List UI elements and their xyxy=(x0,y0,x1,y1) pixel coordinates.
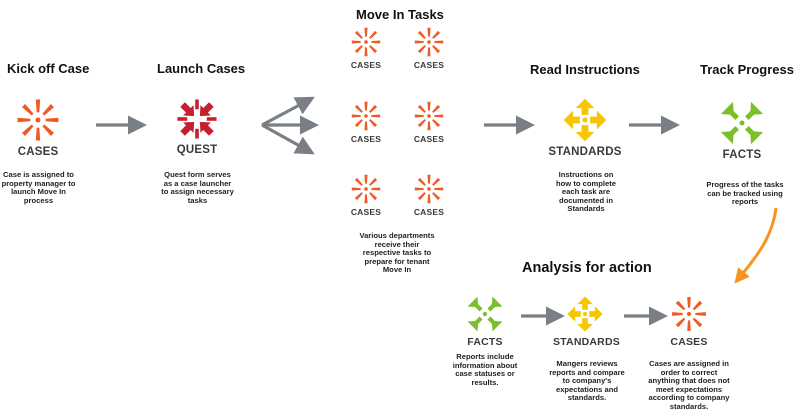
standards-icon xyxy=(563,98,607,142)
tile-label: CASES xyxy=(413,134,445,144)
track-facts-node: FACTS xyxy=(712,100,772,161)
arrow-launch-to-tasks-bottom xyxy=(261,123,315,155)
movein-tile-2: CASES xyxy=(409,26,449,70)
tile-label: CASES xyxy=(350,134,382,144)
facts-icon xyxy=(720,101,764,145)
movein-tile-3: CASES xyxy=(346,100,386,144)
read-standards-label: STANDARDS xyxy=(548,146,622,158)
cases-icon xyxy=(414,174,444,204)
track-title: Track Progress xyxy=(700,62,794,77)
cases-icon xyxy=(414,101,444,131)
read-standards-node: STANDARDS xyxy=(548,97,622,158)
analysis-standards-node: STANDARDS xyxy=(553,295,620,348)
read-title: Read Instructions xyxy=(530,62,640,77)
movein-title: Move In Tasks xyxy=(356,7,444,22)
analysis-standards-desc: Mangers reviews reports and compare to c… xyxy=(549,359,625,403)
analysis-cases-label: CASES xyxy=(670,336,708,348)
analysis-facts-node: FACTS xyxy=(460,295,510,348)
movein-desc: Various departments receive their respec… xyxy=(359,231,435,275)
arrow-launch-to-tasks-top xyxy=(261,96,315,127)
tile-label: CASES xyxy=(413,60,445,70)
analysis-facts-desc: Reports include information about case s… xyxy=(452,352,518,387)
standards-icon xyxy=(567,296,603,332)
analysis-cases-node: CASES xyxy=(664,295,714,348)
launch-quest-label: QUEST xyxy=(176,144,218,156)
movein-tile-6: CASES xyxy=(409,173,449,217)
cases-icon xyxy=(17,99,59,141)
read-desc: Instructions on how to complete each tas… xyxy=(556,170,616,214)
kickoff-title: Kick off Case xyxy=(7,61,90,76)
cases-icon xyxy=(414,27,444,57)
tile-label: CASES xyxy=(350,60,382,70)
analysis-title: Analysis for action xyxy=(522,260,652,276)
quest-icon xyxy=(177,99,217,139)
launch-desc: Quest form serves as a case launcher to … xyxy=(161,170,234,205)
movein-tile-5: CASES xyxy=(346,173,386,217)
track-desc: Progress of the tasks can be tracked usi… xyxy=(706,180,784,207)
kickoff-cases-label: CASES xyxy=(17,146,59,158)
analysis-facts-label: FACTS xyxy=(467,336,503,348)
kickoff-cases-node: CASES xyxy=(8,97,68,158)
cases-icon xyxy=(351,27,381,57)
cases-icon xyxy=(351,101,381,131)
facts-icon xyxy=(467,296,503,332)
movein-tile-4: CASES xyxy=(409,100,449,144)
movein-tile-1: CASES xyxy=(346,26,386,70)
launch-title: Launch Cases xyxy=(157,61,246,76)
arrow-track-to-analysis xyxy=(734,207,778,284)
cases-icon xyxy=(351,174,381,204)
kickoff-desc: Case is assigned to property manager to … xyxy=(1,170,76,205)
cases-icon xyxy=(672,297,706,331)
tile-label: CASES xyxy=(350,207,382,217)
tile-label: CASES xyxy=(413,207,445,217)
analysis-cases-desc: Cases are assigned in order to correct a… xyxy=(648,359,730,411)
track-facts-label: FACTS xyxy=(722,149,762,161)
launch-quest-node: QUEST xyxy=(167,97,227,156)
analysis-standards-label: STANDARDS xyxy=(553,336,620,348)
